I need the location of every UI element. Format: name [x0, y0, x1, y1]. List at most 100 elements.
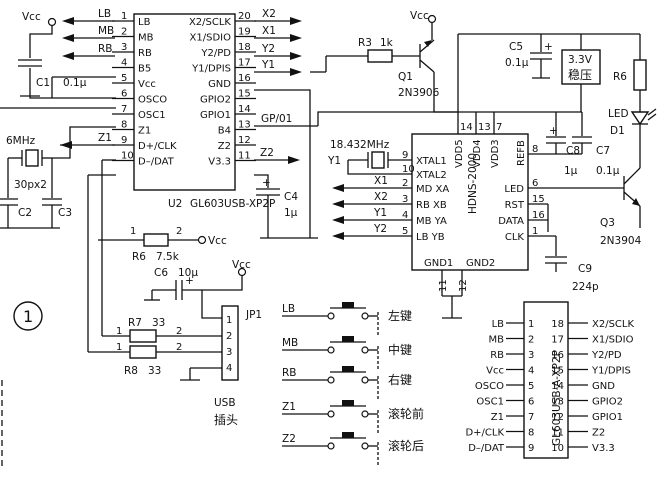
button-net-label: Z2	[282, 433, 296, 445]
vcc-label-1: Vcc	[22, 11, 41, 23]
pinout-pin-name: Z1	[491, 412, 504, 423]
crystal2-freq: 18.432MHz	[330, 139, 390, 151]
c8-value: 1μ	[564, 165, 578, 177]
r8-ref: R8	[124, 365, 138, 377]
u2-pin-name: LB	[138, 17, 151, 28]
pinout-pin-number: 9	[528, 443, 534, 454]
c1-ref: C1	[36, 77, 50, 89]
u2-pin-name: MB	[138, 33, 154, 44]
hdns-pin-name: MB YA	[416, 216, 447, 227]
u2-pin-number: 11	[238, 151, 251, 162]
jp1-pin1: 1	[226, 315, 232, 326]
r6b-value: 7.5k	[156, 251, 180, 263]
net-x2-label: X2	[262, 8, 276, 20]
c8-ref: C8	[566, 145, 580, 157]
button-cap	[342, 400, 354, 406]
vcc-c1-group: Vcc C1 0.1μ	[18, 11, 116, 99]
r6b-pin-b: 2	[176, 226, 182, 237]
pinout-pin-name: GND	[592, 381, 615, 392]
r7-value: 33	[152, 317, 165, 329]
button-label: 滚轮前	[388, 406, 424, 421]
hdns-part: HDNS-2000	[467, 153, 479, 214]
hdns-pin-number: 6	[532, 178, 538, 189]
hdns-net-x1: X1	[374, 175, 388, 187]
hdns-pin-name: XTAL2	[416, 170, 447, 181]
u2-left-nets: LB MB RB Z1	[60, 8, 115, 149]
r8-pin-a: 1	[116, 342, 122, 353]
pinout-pin-name: Z2	[592, 428, 605, 439]
u2-ref: U2	[168, 198, 182, 210]
pinout-pin-name: OSCO	[475, 381, 504, 392]
pinout-pin-number: 1	[528, 319, 534, 330]
hdns-pin-name: LED	[504, 184, 524, 195]
r7-ref: R7	[128, 317, 142, 329]
r6b-ref: R6	[132, 251, 146, 263]
c2-ref: C2	[18, 207, 32, 219]
c5-plus: +	[544, 41, 553, 53]
u2-pin-name: Z1	[138, 126, 151, 137]
u2-pin-name: GPIO1	[200, 110, 231, 121]
jp1-ref: JP1	[245, 309, 262, 321]
c3-ref: C3	[58, 207, 72, 219]
hdns-pin-name: RST	[505, 200, 525, 211]
led-label: LED	[608, 108, 629, 120]
button-cap	[342, 432, 354, 438]
u2-pin-name: X2/SCLK	[189, 17, 231, 28]
button-contact	[327, 346, 335, 354]
u2-pin-number: 13	[238, 120, 251, 131]
c6-value: 10μ	[178, 267, 198, 279]
hdns-net-y1: Y1	[373, 207, 387, 219]
hdns-pin-name: RB XB	[416, 200, 447, 211]
u2-pin-name: Y2/PD	[200, 48, 231, 59]
pinout-pin-number: 18	[551, 319, 564, 330]
button-label: 滚轮后	[388, 438, 424, 453]
q3-ref: Q3	[600, 217, 615, 229]
u2-pin-number: 18	[238, 42, 251, 53]
button-contact	[361, 346, 369, 354]
jp1-pin3: 3	[226, 347, 232, 358]
pinout-pin-name: RB	[490, 350, 504, 361]
u2-pin-name: OSC1	[138, 110, 166, 121]
jp1-pin2: 2	[226, 331, 232, 342]
u2-pin-number: 14	[238, 104, 251, 115]
button-contact	[327, 376, 335, 384]
figure-marker: 1	[13, 301, 43, 331]
u2-pin-name: D+/CLK	[138, 141, 177, 152]
figure-number: 1	[23, 307, 33, 326]
pinout-pin-number: 16	[551, 350, 564, 361]
power-reg-group: C5 0.1μ + 3.3V 稳压 R6 LED D1	[457, 33, 657, 168]
c5-value: 0.1μ	[505, 57, 529, 69]
button-cap	[342, 366, 354, 372]
button-contact	[327, 410, 335, 418]
u2-pin-number: 16	[238, 73, 251, 84]
hdns-pin-name: LB YB	[416, 232, 445, 243]
c7-ref: C7	[596, 145, 610, 157]
u2-pin-name: V3.3	[208, 157, 231, 168]
hdns-pin-number: 4	[402, 210, 408, 221]
u2-pin-name: GPIO2	[200, 95, 231, 106]
hdns-pin-name: VDD5	[454, 139, 465, 168]
net-y2-label: Y2	[261, 43, 275, 55]
pinout-pin-name: MB	[489, 335, 505, 346]
reg-voltage: 3.3V	[568, 54, 593, 66]
hdns-pin-number: 13	[478, 122, 491, 133]
q3-part: 2N3904	[600, 235, 642, 247]
hdns-pin-number: 2	[402, 178, 408, 189]
hdns-pin-name: GND2	[466, 258, 495, 269]
pinout-part: GL603USB-A-XP2P	[551, 350, 563, 446]
net-z2-label: Z2	[260, 147, 274, 159]
r3-value: 1k	[380, 37, 394, 49]
u2-pin-number: 15	[238, 89, 251, 100]
u2-pin-name: OSCO	[138, 95, 167, 106]
pinout-pin-number: 13	[551, 397, 564, 408]
u2-pin-name: D–/DAT	[138, 157, 175, 168]
hdns-pin-name: VDD3	[490, 139, 501, 168]
hdns-pin-name: MD XA	[416, 184, 449, 195]
u2-pin-name: GND	[208, 79, 231, 90]
pinout-pin-number: 14	[551, 381, 564, 392]
pinout-pin-name: OSC1	[476, 397, 504, 408]
